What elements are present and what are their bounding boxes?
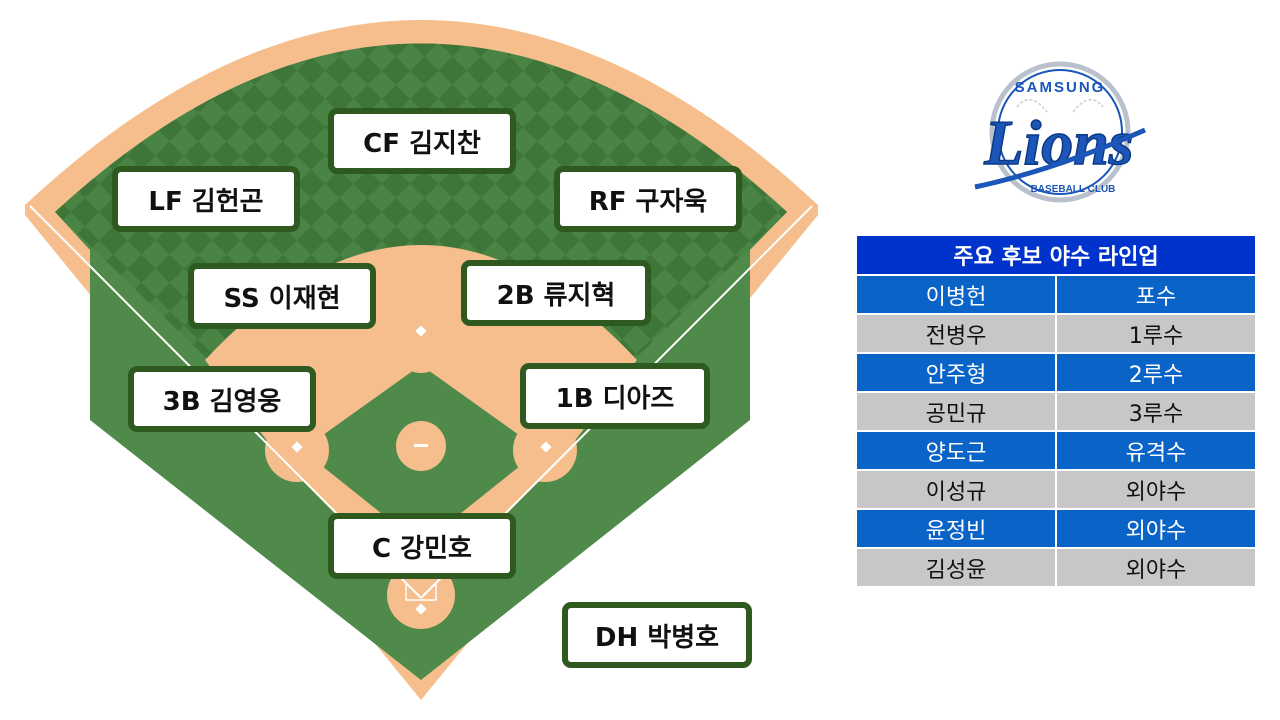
lineup-row: 안주형 2루수 bbox=[857, 354, 1255, 391]
position-card-dh: DH 박병호 bbox=[562, 602, 752, 668]
third-base bbox=[291, 441, 303, 453]
player-position: 포수 bbox=[1057, 276, 1255, 313]
player-position: 외야수 bbox=[1057, 510, 1255, 547]
second-base-cutout bbox=[393, 317, 449, 373]
player-position: 외야수 bbox=[1057, 471, 1255, 508]
position-card-1b: 1B 디아즈 bbox=[520, 363, 710, 429]
lineup-row: 이병헌 포수 bbox=[857, 276, 1255, 313]
lineup-title: 주요 후보 야수 라인업 bbox=[857, 236, 1255, 274]
player-position: 2루수 bbox=[1057, 354, 1255, 391]
pitcher-rubber bbox=[414, 444, 428, 447]
player-position: 유격수 bbox=[1057, 432, 1255, 469]
lineup-row: 윤정빈 외야수 bbox=[857, 510, 1255, 547]
position-card-3b: 3B 김영웅 bbox=[128, 366, 316, 432]
samsung-lions-logo: SAMSUNG Lions BASEBALL CLUB bbox=[974, 61, 1147, 203]
position-card-lf: LF 김헌곤 bbox=[112, 166, 300, 232]
player-name: 윤정빈 bbox=[857, 510, 1055, 547]
position-card-2b: 2B 류지혁 bbox=[461, 260, 651, 326]
lineup-row: 이성규 외야수 bbox=[857, 471, 1255, 508]
home-plate bbox=[415, 603, 427, 615]
player-name: 공민규 bbox=[857, 393, 1055, 430]
batter-box bbox=[405, 583, 437, 601]
lineup-row: 김성윤 외야수 bbox=[857, 549, 1255, 586]
first-base bbox=[540, 441, 552, 453]
player-name: 김성윤 bbox=[857, 549, 1055, 586]
logo-bottom-text: BASEBALL CLUB bbox=[1031, 184, 1116, 195]
lineup-row: 공민규 3루수 bbox=[857, 393, 1255, 430]
lineup-row: 전병우 1루수 bbox=[857, 315, 1255, 352]
position-card-rf: RF 구자욱 bbox=[554, 166, 742, 232]
player-position: 1루수 bbox=[1057, 315, 1255, 352]
player-name: 전병우 bbox=[857, 315, 1055, 352]
logo-top-text: SAMSUNG bbox=[1015, 79, 1106, 96]
player-name: 이성규 bbox=[857, 471, 1055, 508]
position-card-ss: SS 이재현 bbox=[188, 263, 376, 329]
player-position: 외야수 bbox=[1057, 549, 1255, 586]
lineup-row: 양도근 유격수 bbox=[857, 432, 1255, 469]
player-position: 3루수 bbox=[1057, 393, 1255, 430]
position-card-cf: CF 김지찬 bbox=[328, 108, 516, 174]
second-base bbox=[415, 325, 427, 337]
bench-lineup-table: 주요 후보 야수 라인업 이병헌 포수 전병우 1루수 안주형 2루수 공민규 … bbox=[857, 236, 1255, 586]
player-name: 이병헌 bbox=[857, 276, 1055, 313]
player-name: 양도근 bbox=[857, 432, 1055, 469]
position-card-c: C 강민호 bbox=[328, 513, 516, 579]
player-name: 안주형 bbox=[857, 354, 1055, 391]
